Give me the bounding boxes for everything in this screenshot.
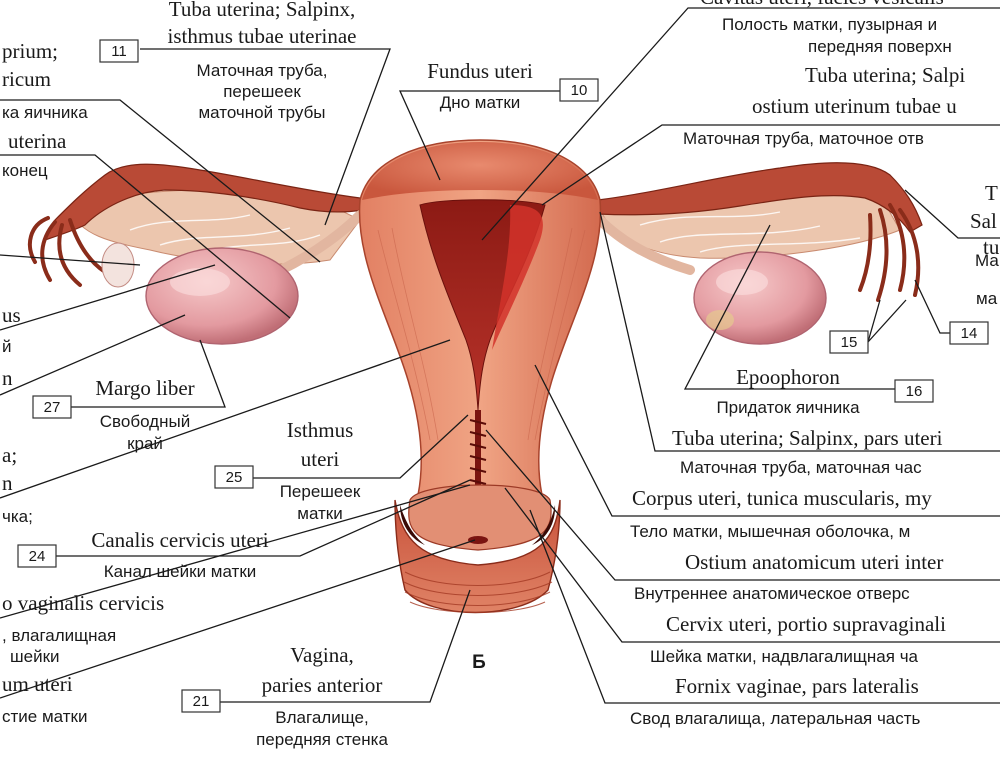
label-ostium-tubae-latin-1: Tuba uterina; Salpi xyxy=(805,63,965,87)
fornix-right xyxy=(532,505,556,545)
label-27-russian-2: край xyxy=(127,434,163,453)
label-27-russian-1: Свободный xyxy=(100,412,190,431)
label-ostium-anatomicum-russian: Внутреннее анатомическое отверс xyxy=(634,584,910,603)
ovary-right-highlight xyxy=(716,269,768,295)
num-box-15: 15 xyxy=(841,334,858,351)
panel-letter: Б xyxy=(472,652,486,673)
label-corpus-russian: Тело матки, мышечная оболочка, м xyxy=(630,522,910,541)
mesentery-vessels xyxy=(129,211,861,256)
left-fragment-f: us xyxy=(2,303,21,327)
label-ostium-anatomicum-latin: Ostium anatomicum uteri inter xyxy=(685,550,943,574)
label-25-russian-2: матки xyxy=(297,504,343,523)
label-cervix-latin: Cervix uteri, portio supravaginali xyxy=(666,612,946,636)
left-fragment-e: конец xyxy=(2,161,48,180)
ovarian-ligament-right xyxy=(595,215,695,275)
num-box-10: 10 xyxy=(571,82,588,99)
left-fragment-j: n xyxy=(2,471,13,495)
ovary-left-highlight xyxy=(170,268,230,296)
label-11-latin-2: isthmus tubae uterinae xyxy=(168,24,357,48)
endometrium xyxy=(492,205,543,350)
num-box-25: 25 xyxy=(226,469,243,486)
left-fragment-m: , влагалищная xyxy=(2,626,116,645)
label-11-russian-2: перешеек xyxy=(223,82,301,101)
label-11-russian-1: Маточная труба, xyxy=(196,61,327,80)
label-cervix-russian: Шейка матки, надвлагалищная ча xyxy=(650,647,919,666)
label-right-tube-russian-1: Ма xyxy=(975,251,999,270)
left-fragment-g: й xyxy=(2,337,12,356)
number-boxes: 11 10 14 15 16 27 25 24 21 xyxy=(17,39,989,713)
num-box-27: 27 xyxy=(44,399,61,416)
left-fragment-p: стие матки xyxy=(2,707,87,726)
label-25-russian-1: Перешеек xyxy=(280,482,361,501)
left-fragment-n: шейки xyxy=(10,647,60,666)
label-21-latin-2: paries anterior xyxy=(262,673,383,697)
ovary-left xyxy=(145,247,299,345)
label-right-tube-latin-2: Sal xyxy=(970,209,997,233)
label-11-russian-3: маточной трубы xyxy=(198,103,325,122)
label-ostium-tubae-russian: Маточная труба, маточное отв xyxy=(683,129,924,148)
label-21-russian-1: Влагалище, xyxy=(275,708,368,727)
left-fragment-h: n xyxy=(2,366,13,390)
label-fornix-latin: Fornix vaginae, pars lateralis xyxy=(675,674,919,698)
label-pars-uterina-russian: Маточная труба, маточная час xyxy=(680,458,922,477)
num-box-16: 16 xyxy=(906,383,923,400)
num-box-21: 21 xyxy=(193,693,210,710)
label-11-latin-1: Tuba uterina; Salpinx, xyxy=(169,0,355,21)
label-24-latin: Canalis cervicis uteri xyxy=(91,528,268,552)
label-cavitas-russian-1: Полость матки, пузырная и xyxy=(722,15,937,34)
label-10-russian: Дно матки xyxy=(440,93,521,112)
label-10-latin: Fundus uteri xyxy=(427,59,533,83)
vagina-anterior-wall xyxy=(394,499,561,614)
left-fragment-a: prium; xyxy=(2,39,58,63)
fallopian-tube-right xyxy=(597,162,923,233)
label-corpus-latin: Corpus uteri, tunica muscularis, my xyxy=(632,486,932,510)
uterus-fundus xyxy=(362,142,598,200)
ovary-right xyxy=(693,251,827,345)
num-box-14: 14 xyxy=(961,325,978,342)
label-fornix-russian: Свод влагалища, латеральная часть xyxy=(630,709,921,728)
left-fragment-l: o vaginalis cervicis xyxy=(2,591,164,615)
label-cavitas-russian-2: передняя поверхн xyxy=(808,37,952,56)
label-21-russian-2: передняя стенка xyxy=(256,730,388,749)
fornix-left xyxy=(400,505,425,545)
label-27-latin: Margo liber xyxy=(95,376,194,400)
labels: Tuba uterina; Salpinx, isthmus tubae ute… xyxy=(2,0,1000,749)
left-fragment-i: a; xyxy=(2,443,17,467)
label-pars-uterina-latin: Tuba uterina; Salpinx, pars uteri xyxy=(672,426,943,450)
label-21-latin-1: Vagina, xyxy=(290,643,354,667)
vesicular-appendix-left xyxy=(101,242,135,288)
label-cavitas-latin: Cavitas uteri, facies vesicalis xyxy=(700,0,944,9)
num-box-11: 11 xyxy=(111,43,127,60)
left-fragment-b: ricum xyxy=(2,67,51,91)
left-fragment-c: ка яичника xyxy=(2,103,88,122)
ovary-right-follicle xyxy=(706,310,734,330)
external-os xyxy=(468,536,488,544)
left-fragment-o: um uteri xyxy=(2,672,73,696)
label-right-tube-russian-2: ма xyxy=(976,289,998,308)
label-right-tube-latin-1: T xyxy=(985,181,998,205)
left-fragment-d: uterina xyxy=(8,129,67,153)
muscle-fibers xyxy=(377,227,586,441)
label-25-latin-1: Isthmus xyxy=(287,418,354,442)
label-16-russian: Придаток яичника xyxy=(716,398,860,417)
label-24-russian: Канал шейки матки xyxy=(104,562,257,581)
label-right-tube-latin-3: tu xyxy=(983,235,1000,259)
label-16-latin: Epoophoron xyxy=(736,365,840,389)
label-25-latin-2: uteri xyxy=(301,447,340,471)
left-fragment-k: чка; xyxy=(2,507,33,526)
leader-lines xyxy=(0,7,1000,704)
fimbriae-right xyxy=(858,203,921,302)
label-ostium-tubae-latin-2: ostium uterinum tubae u xyxy=(752,94,957,118)
uterus-illustration xyxy=(27,139,923,614)
num-box-24: 24 xyxy=(29,548,46,565)
vaginal-rugae xyxy=(403,571,553,613)
